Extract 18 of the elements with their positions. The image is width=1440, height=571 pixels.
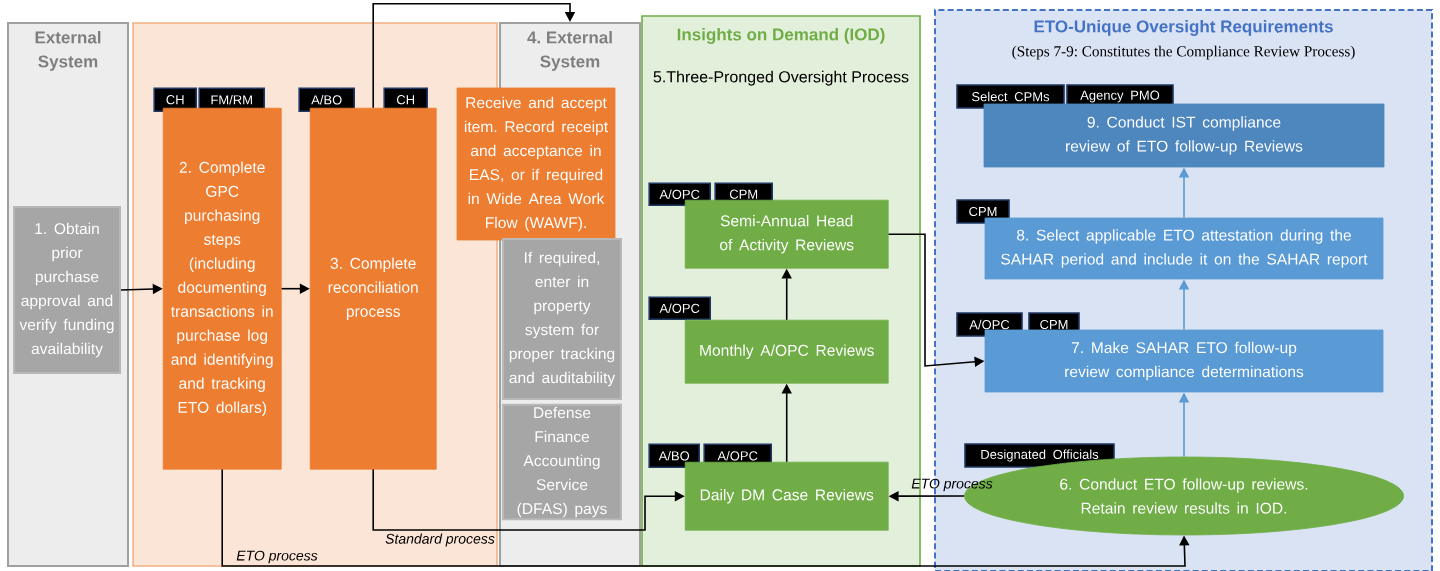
process-box: 3. Complete reconciliation process bbox=[309, 107, 437, 470]
process-box: 9. Conduct IST compliance review of ETO follow-up Reviews bbox=[983, 103, 1385, 168]
role-tag: A/OPC bbox=[648, 296, 711, 320]
arrow bbox=[372, 3, 576, 109]
edge-label: Standard process bbox=[385, 533, 495, 547]
process-box: Daily DM Case Reviews bbox=[684, 461, 889, 531]
process-box: Semi-Annual Head of Activity Reviews bbox=[684, 199, 889, 269]
process-box: Receive and accept item. Record receipt and acceptance in EAS, or if required in Wide Area Work Flow (WAWF). bbox=[456, 87, 616, 241]
role-tag: A/BO bbox=[648, 443, 700, 468]
process-box: If required, enter in property system for proper tracking and auditability bbox=[502, 238, 622, 400]
edge-label: ETO process bbox=[236, 550, 318, 564]
process-box: 8. Select applicable ETO attestation during the SAHAR period and include it on the SAHAR report bbox=[984, 217, 1384, 280]
role-tag: A/OPC bbox=[648, 182, 711, 206]
process-box: Monthly A/OPC Reviews bbox=[684, 319, 889, 384]
process-box: Defense Finance Accounting Service (DFAS) pays bbox=[502, 403, 622, 521]
process-box: 1. Obtain prior purchase approval and verify funding availability bbox=[13, 206, 121, 374]
process-box: 7. Make SAHAR ETO follow-up review compliance determinations bbox=[984, 329, 1384, 393]
process-box: 2. Complete GPC purchasing steps (including documenting transactions in purchase log and identifying and tracking ETO dollars) bbox=[162, 107, 282, 470]
